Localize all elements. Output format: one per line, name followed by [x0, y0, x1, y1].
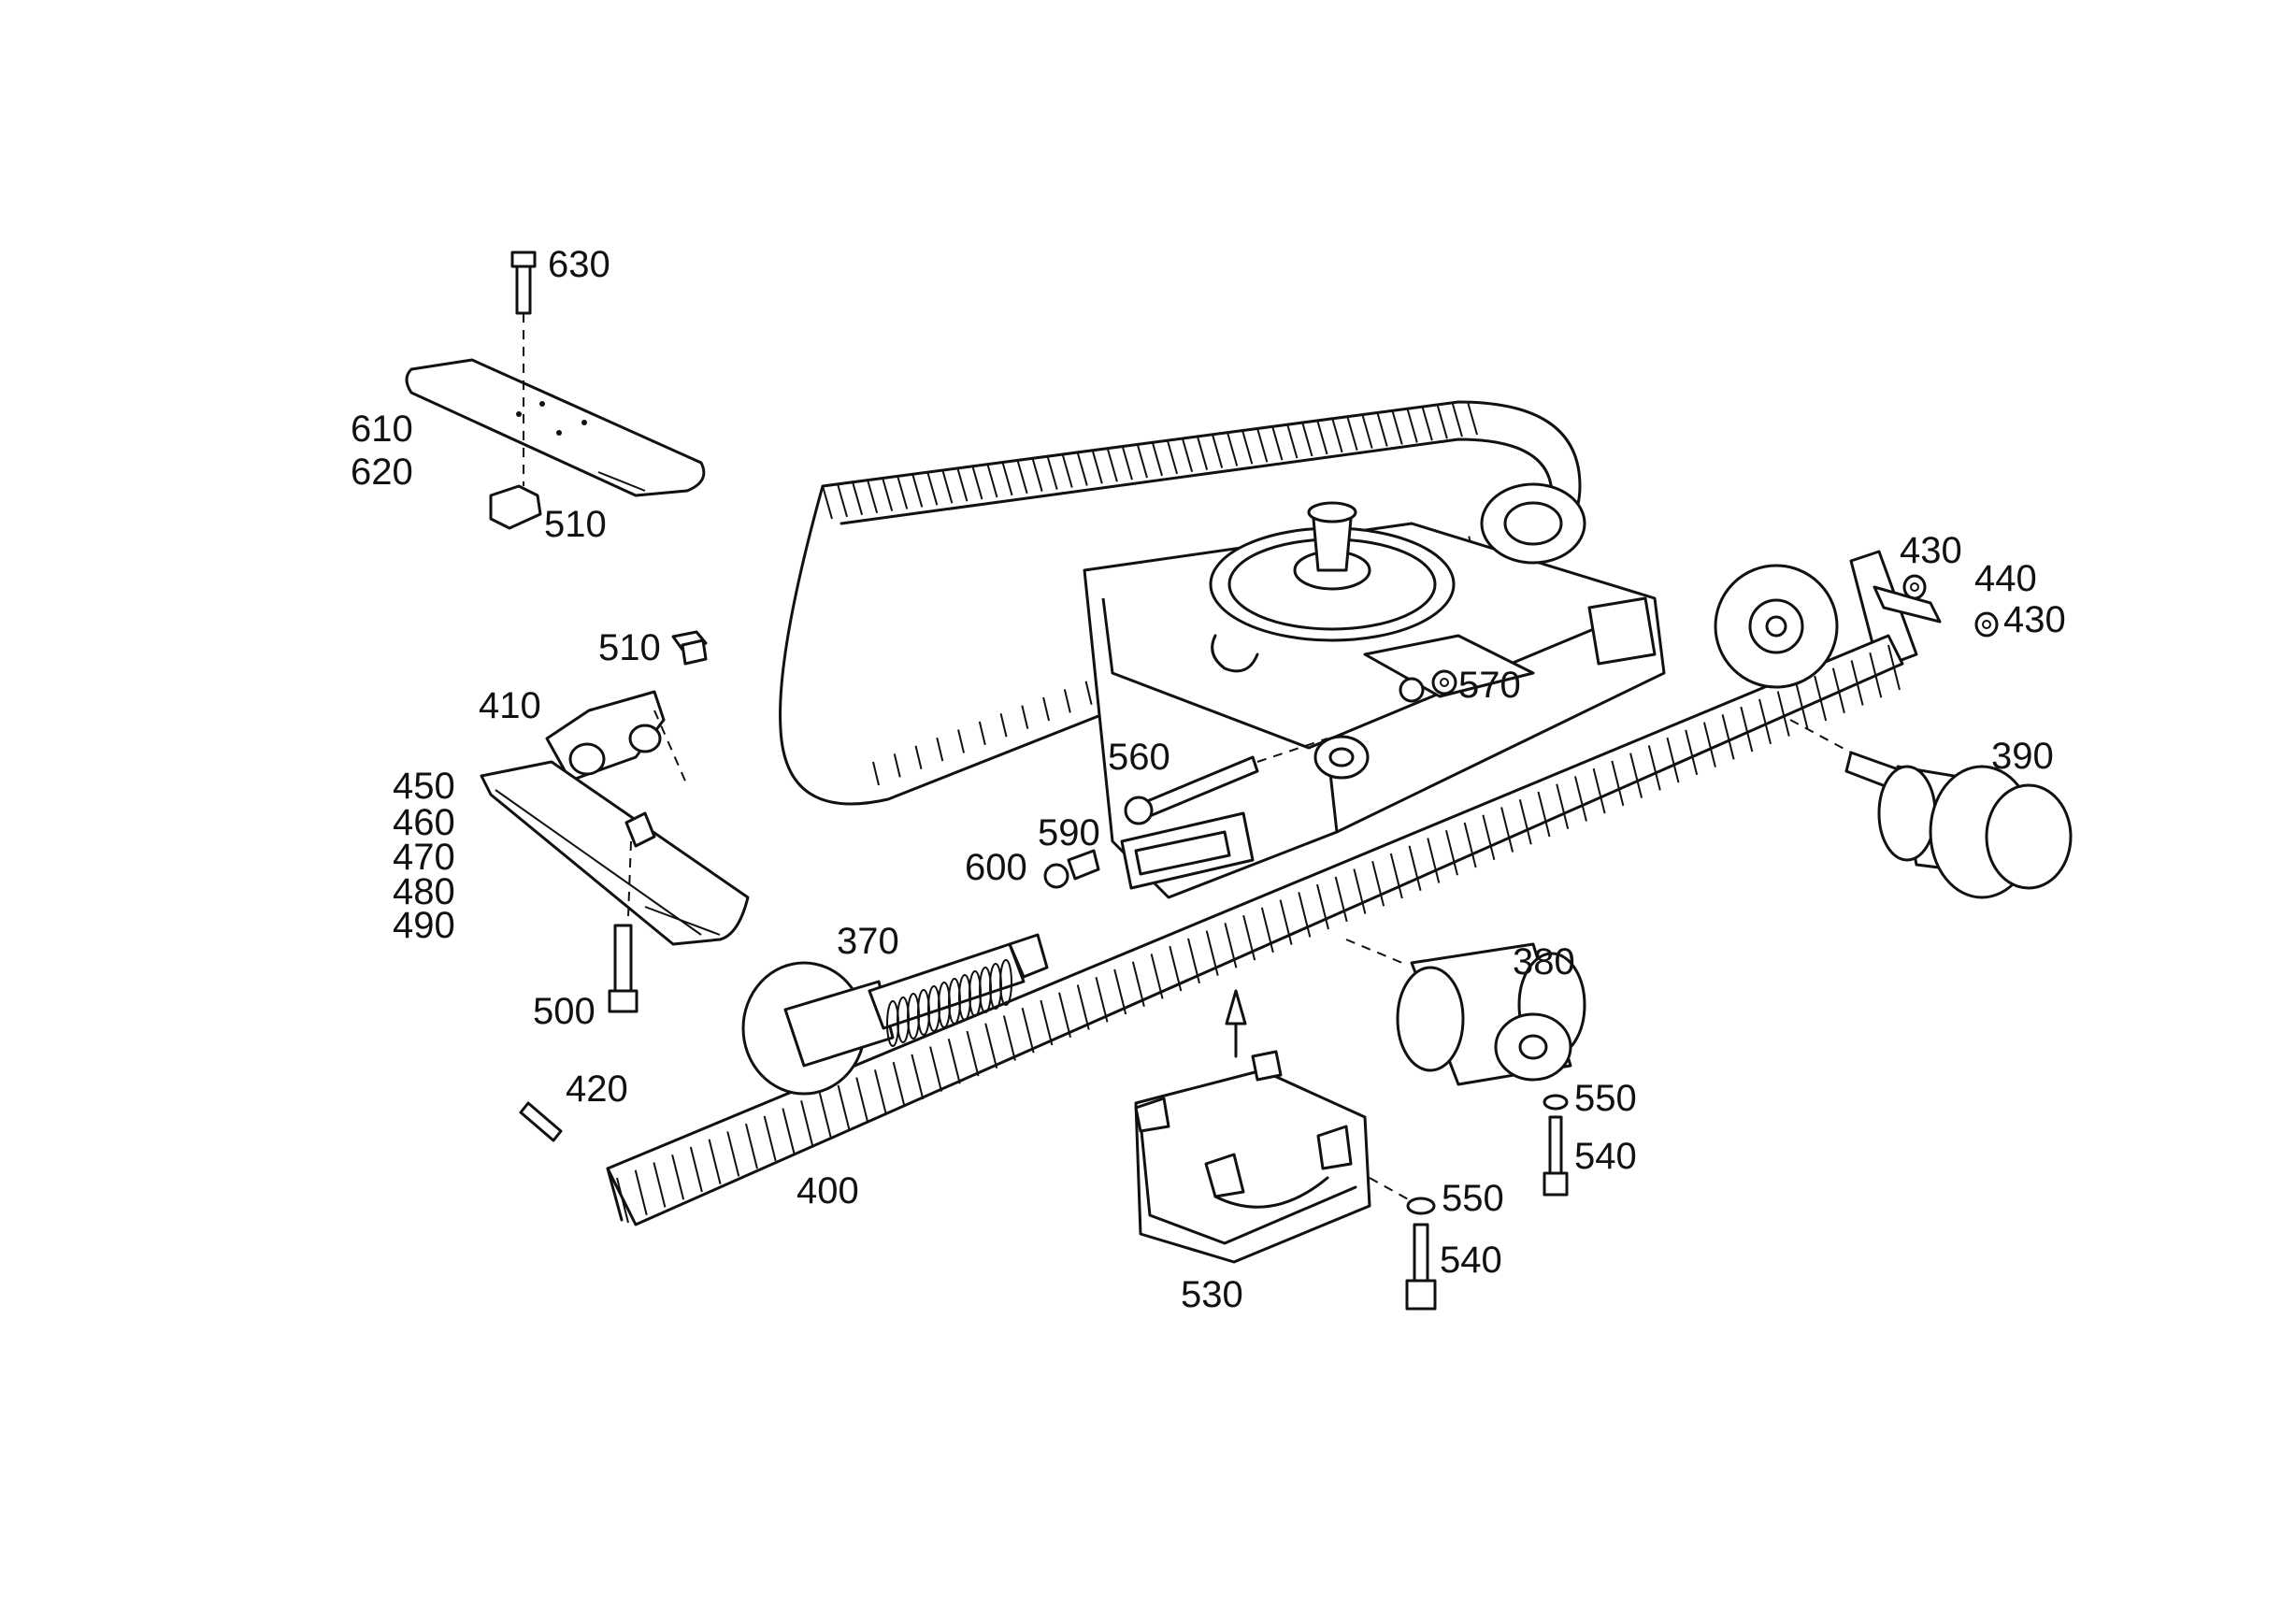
- callout-600: 600: [965, 847, 1027, 888]
- callout-470: 470: [393, 837, 455, 878]
- callout-450: 450: [393, 766, 455, 807]
- track-shoe-610: [405, 251, 706, 530]
- idler-370: [741, 933, 1049, 1096]
- callout-labels: 630 610 620 510 510 410 450 460 470 480 …: [351, 244, 2066, 1315]
- callout-570: 570: [1458, 665, 1521, 706]
- track-roller-390: [1789, 719, 2073, 899]
- callout-420: 420: [566, 1068, 628, 1110]
- callout-560: 560: [1108, 737, 1170, 778]
- callout-380: 380: [1513, 941, 1575, 982]
- callout-510-top: 510: [544, 504, 607, 545]
- callout-630: 630: [548, 244, 610, 285]
- callout-410: 410: [479, 685, 541, 726]
- callout-440: 440: [1974, 558, 2037, 599]
- carrier-roller-380: [1345, 939, 1586, 1086]
- drive-sprocket: [1714, 564, 1839, 689]
- callout-540-right: 540: [1574, 1136, 1637, 1177]
- bolt-540-right: [1543, 1094, 1569, 1197]
- callout-530: 530: [1181, 1274, 1243, 1315]
- callout-590: 590: [1038, 812, 1100, 853]
- callout-550-lower: 550: [1442, 1178, 1504, 1219]
- callout-500: 500: [533, 991, 596, 1032]
- final-drive-housing: [1480, 482, 1586, 565]
- callout-620: 620: [351, 452, 413, 493]
- swing-bearing: [1209, 501, 1456, 673]
- track-shoe-450: [480, 630, 750, 1013]
- bolt-540-lower: [1369, 1177, 1437, 1311]
- callout-460: 460: [393, 802, 455, 843]
- callout-480: 480: [393, 871, 455, 912]
- lower-track-chain: [606, 634, 1904, 1226]
- pin-560: [1124, 738, 1328, 825]
- callout-610: 610: [351, 409, 413, 450]
- roller-guard-530: [1134, 989, 1371, 1264]
- callout-540-lower: 540: [1440, 1240, 1502, 1281]
- pin-420: [519, 1101, 563, 1142]
- callout-390: 390: [1991, 736, 2054, 777]
- callout-490: 490: [393, 905, 455, 946]
- pin-set-430-440: [1873, 574, 1999, 638]
- guide-bracket: [1120, 735, 1370, 890]
- callout-430-right: 430: [2003, 599, 2066, 640]
- track-link-410: [545, 690, 688, 786]
- callout-510-mid: 510: [598, 627, 661, 668]
- callout-430-top: 430: [1900, 530, 1962, 571]
- callout-550-right: 550: [1574, 1078, 1637, 1119]
- grease-fitting-590: [1043, 849, 1100, 889]
- callout-370: 370: [837, 921, 899, 962]
- washers-570: [1399, 669, 1457, 703]
- track-frame: [1083, 522, 1918, 899]
- callout-400: 400: [796, 1170, 859, 1212]
